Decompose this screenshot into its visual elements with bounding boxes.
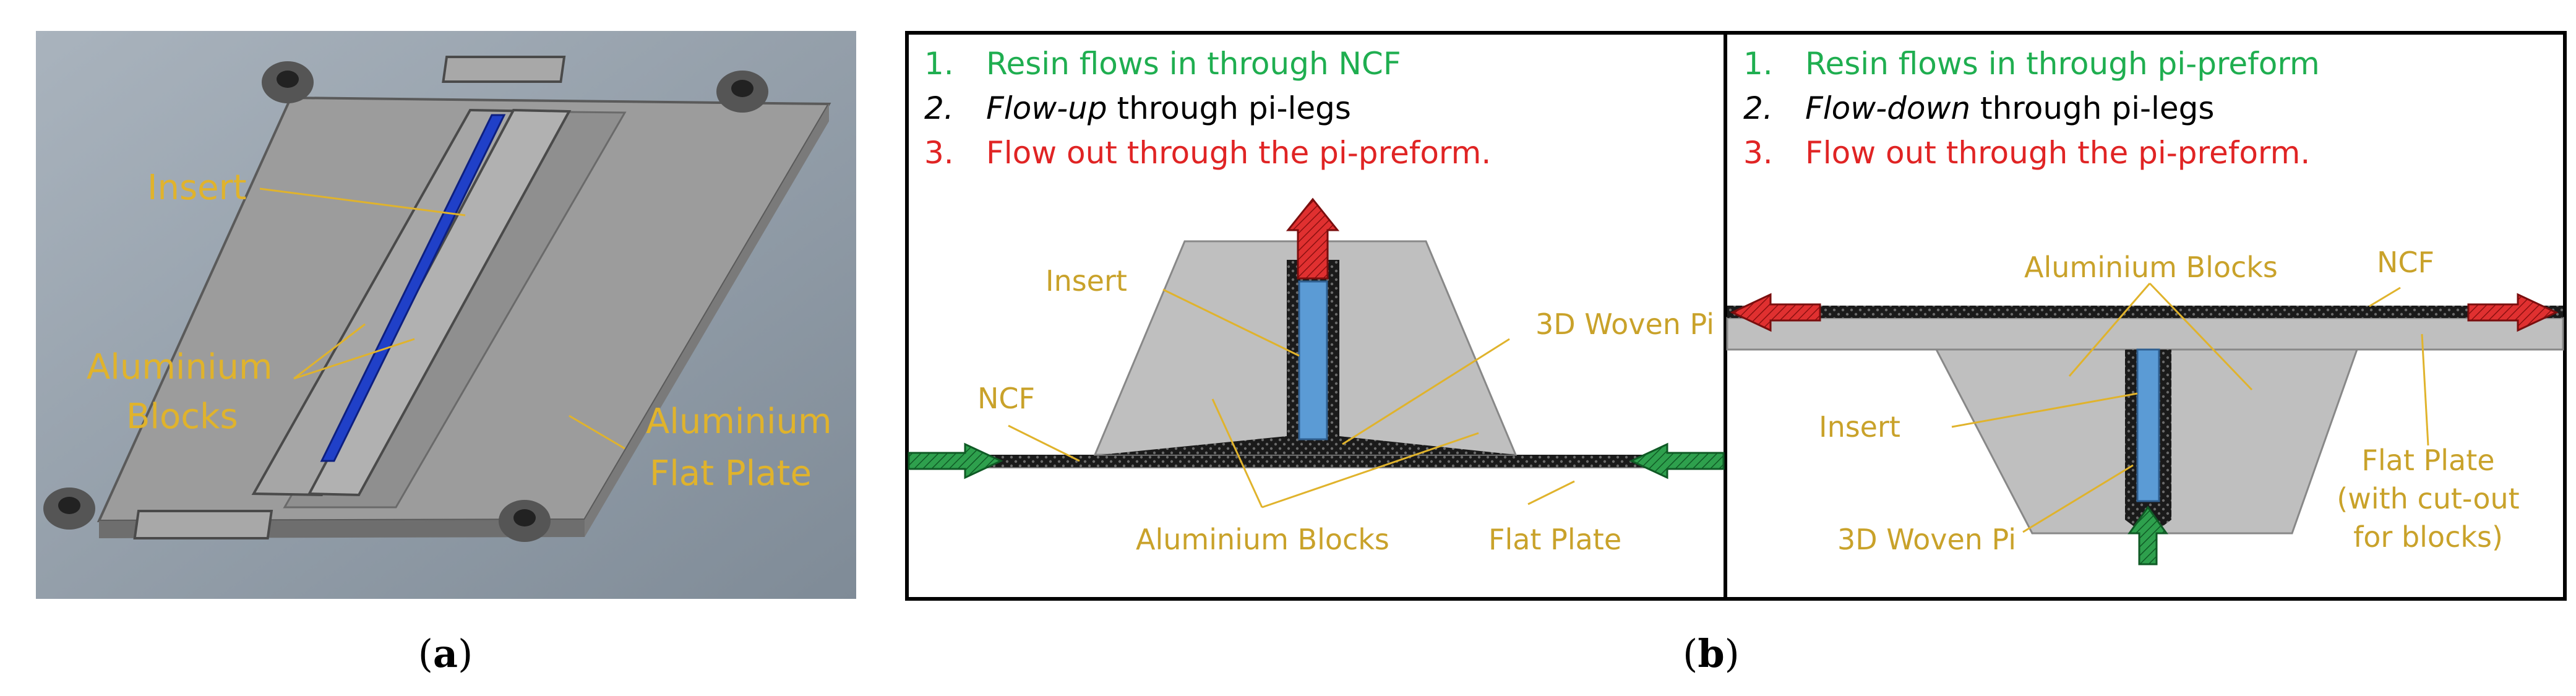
right-flow-out-arrow-left: [1730, 293, 1821, 332]
right-label-flat-plate-3: for blocks): [2353, 520, 2503, 554]
right-label-ncf: NCF: [2377, 246, 2434, 279]
caption-a: (a): [418, 631, 473, 676]
panel-b-right: 1. Resin flows in through pi-preform 2. …: [1726, 46, 2564, 565]
right-flow-in-arrow: [2127, 505, 2168, 565]
left-label-insert: Insert: [1045, 264, 1127, 298]
label-insert: Insert: [147, 168, 247, 208]
right-ncf-layer: [1727, 306, 2563, 318]
left-step-3-num: 3.: [924, 135, 954, 171]
right-label-aluminium-blocks: Aluminium Blocks: [2024, 251, 2278, 284]
label-aluminium-blocks-2: Blocks: [126, 397, 238, 437]
foot-bottom-left: [43, 488, 95, 530]
left-label-ncf: NCF: [977, 382, 1035, 415]
label-flat-plate-1: Aluminium: [646, 402, 832, 442]
foot-top-right: [716, 71, 768, 113]
panel-b-frame: [905, 31, 2567, 601]
left-flow-in-arrow-left: [908, 442, 1003, 479]
foot-top-left: [262, 61, 314, 103]
right-label-woven-pi: 3D Woven Pi: [1837, 523, 2016, 556]
right-label-flat-plate-1: Flat Plate: [2361, 444, 2494, 477]
left-leaders: [1008, 288, 1575, 509]
left-step-2-num: 2.: [924, 90, 954, 126]
left-flow-in-arrow-right: [1629, 442, 1725, 479]
foot-bottom-right: [499, 500, 551, 542]
right-leaders: [1951, 282, 2429, 533]
right-step-3-num: 3.: [1743, 135, 1773, 171]
left-flow-out-arrow: [1286, 197, 1340, 280]
left-label-woven-pi: 3D Woven Pi: [1535, 307, 1714, 341]
left-ncf-layer: [909, 455, 1724, 467]
top-clamp: [442, 56, 566, 83]
right-flat-plate: [1726, 317, 2564, 351]
right-label-insert: Insert: [1819, 410, 1900, 444]
panel-b-left: 1. Resin flows in through NCF 2. Flow-up…: [908, 46, 1725, 597]
left-label-flat-plate: Flat Plate: [1488, 523, 1621, 556]
right-insert: [2136, 348, 2160, 502]
right-step-3-text: Flow out through the pi-preform.: [1805, 135, 2310, 171]
left-step-1-text: Resin flows in through NCF: [986, 46, 1401, 82]
left-step-1-num: 1.: [924, 46, 954, 82]
right-step-1-num: 1.: [1743, 46, 1773, 82]
left-pi-base: [1101, 436, 1516, 455]
left-insert: [1298, 280, 1328, 440]
panel-a-render: Insert Aluminium Blocks Aluminium Flat P…: [36, 31, 856, 599]
plate-side: [585, 104, 829, 537]
right-step-2-num: 2.: [1743, 90, 1773, 126]
right-label-flat-plate-2: (with cut-out: [2337, 482, 2519, 515]
bottom-clamp: [133, 510, 273, 539]
left-label-aluminium-blocks: Aluminium Blocks: [1136, 523, 1389, 556]
insert: [320, 114, 506, 462]
left-step-3-text: Flow out through the pi-preform.: [986, 135, 1491, 171]
caption-b: (b): [1683, 631, 1740, 676]
right-step-2-text: Flow-down through pi-legs: [1805, 90, 2214, 126]
label-aluminium-blocks-1: Aluminium: [87, 347, 273, 387]
left-step-2-text: Flow-up through pi-legs: [986, 90, 1351, 126]
label-flat-plate-2: Flat Plate: [650, 453, 812, 494]
right-flow-out-arrow-right: [2467, 293, 2559, 332]
panel-a-leaders: [259, 187, 625, 450]
right-step-1-text: Resin flows in through pi-preform: [1805, 46, 2320, 82]
